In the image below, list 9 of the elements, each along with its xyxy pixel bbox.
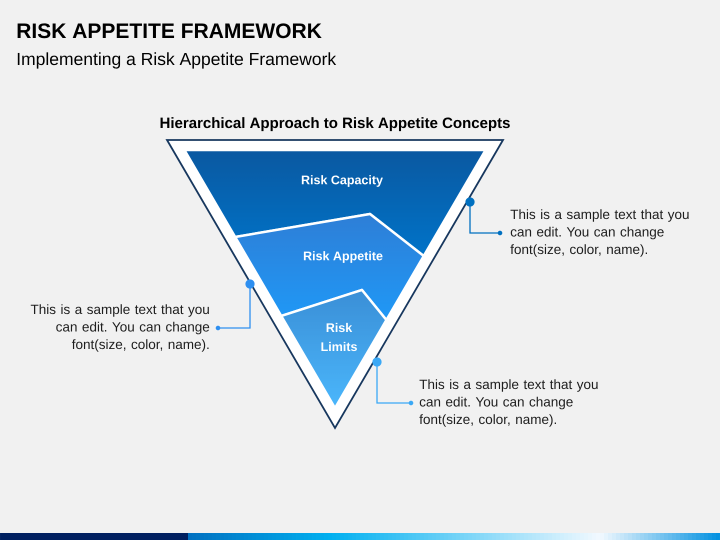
callout-text: This is a sample text that you can edit. You can change font(size, color, name). [419,379,598,427]
leader-line [372,357,411,404]
leader-line [465,197,500,234]
chart-heading: Hierarchical Approach to Risk Appetite Concepts [160,117,510,132]
callout-text: This is a sample text that you can edit. You can change font(size, color, name). [510,209,689,257]
callout-text: This is a sample text that you can edit. You can change font(size, color, name). [30,304,210,352]
title: RISK APPETITE FRAMEWORK [18,23,322,38]
subtitle: Implementing a Risk Appetite Framework [18,52,336,69]
leader-line [218,279,255,329]
